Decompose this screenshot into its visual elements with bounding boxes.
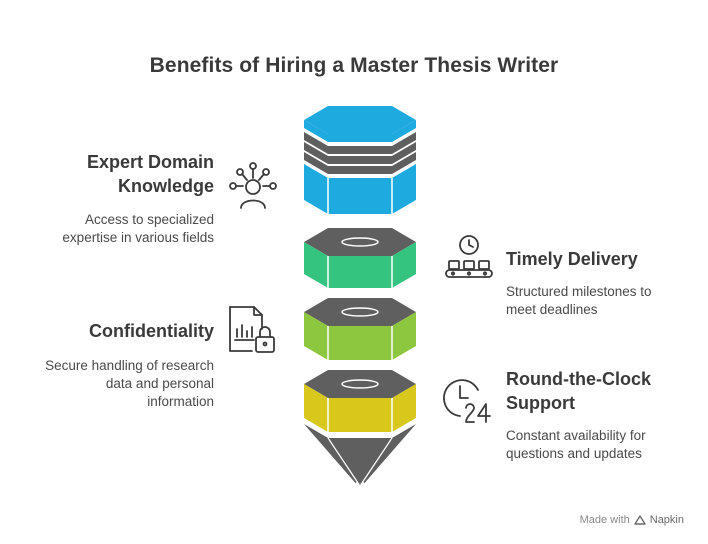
desc-round-the-clock-line2: questions and updates <box>506 446 642 461</box>
made-with-label: Made with <box>579 514 630 526</box>
heading-expert-domain-line1: Expert Domain <box>86 152 214 172</box>
heading-round-the-clock: Round-the-Clock Support <box>506 367 651 415</box>
blue-body <box>304 164 416 214</box>
pencil-tip <box>304 424 416 492</box>
desc-timely-delivery-line1: Structured milestones to <box>506 284 652 299</box>
clock-conveyor-icon <box>445 235 493 278</box>
desc-expert-domain-line1: Access to specialized <box>84 212 214 227</box>
heading-timely-delivery: Timely Delivery <box>506 249 638 269</box>
desc-round-the-clock: Constant availability for questions and … <box>506 427 646 463</box>
desc-expert-domain-line2: expertise in various fields <box>62 230 214 245</box>
segment-round-the-clock <box>304 370 416 432</box>
heading-round-the-clock-line1: Round-the-Clock <box>506 369 651 389</box>
cap-top-face <box>304 106 416 134</box>
heading-expert-domain: Expert Domain Knowledge <box>87 150 214 198</box>
segment-confidentiality <box>304 298 416 360</box>
desc-expert-domain: Access to specialized expertise in vario… <box>62 211 214 247</box>
dark-ring-2 <box>304 142 416 164</box>
desc-confidentiality-line1: Secure handling of research <box>45 358 214 373</box>
heading-round-the-clock-line2: Support <box>506 393 575 413</box>
desc-timely-delivery-line2: meet deadlines <box>506 302 598 317</box>
desc-confidentiality-line3: information <box>147 394 214 409</box>
expert-network-person-icon <box>229 162 277 209</box>
heading-confidentiality: Confidentiality <box>89 321 214 341</box>
segment-timely-delivery <box>304 228 416 288</box>
segment-expert-domain <box>304 106 416 214</box>
desc-timely-delivery: Structured milestones to meet deadlines <box>506 283 652 319</box>
brand-label: Napkin <box>649 514 684 526</box>
clock-24-icon <box>443 379 491 423</box>
napkin-logo-icon <box>634 515 646 525</box>
dark-ring-3 <box>304 152 416 174</box>
desc-confidentiality: Secure handling of research data and per… <box>45 357 214 411</box>
desc-confidentiality-line2: data and personal <box>105 376 214 391</box>
footer-attribution: Made with Napkin <box>580 514 684 526</box>
secure-document-lock-icon <box>229 306 275 353</box>
dark-ring-1 <box>304 132 416 154</box>
page-title: Benefits of Hiring a Master Thesis Write… <box>149 54 559 77</box>
desc-round-the-clock-line1: Constant availability for <box>506 428 646 443</box>
heading-expert-domain-line2: Knowledge <box>117 176 214 196</box>
